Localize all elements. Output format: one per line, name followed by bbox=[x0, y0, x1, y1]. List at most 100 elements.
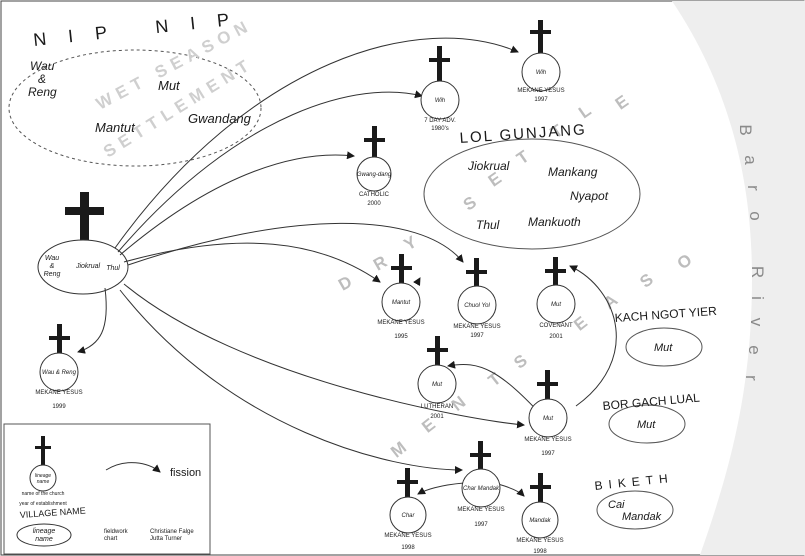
legend-year: year of establishment bbox=[19, 501, 67, 507]
church-node-mantut-1995: Mantut MEKANE YESUS 1995 bbox=[377, 254, 425, 340]
svg-text:S: S bbox=[460, 192, 480, 214]
svg-text:Mantut: Mantut bbox=[392, 300, 411, 306]
svg-text:MEKANE YESUS: MEKANE YESUS bbox=[453, 324, 500, 330]
church-node-wih-1997: Wih MEKANE YESUS 1997 bbox=[517, 20, 565, 103]
village-lineage: Nyapot bbox=[570, 189, 609, 203]
svg-text:LUTHERAN: LUTHERAN bbox=[421, 404, 453, 410]
svg-text:Chuol Yol: Chuol Yol bbox=[464, 303, 490, 309]
church-node-mandak-1998: Mandak MEKANE YESUS 1998 bbox=[516, 473, 564, 555]
legend-cross-icon bbox=[41, 436, 45, 468]
svg-text:MEKANE YESUS: MEKANE YESUS bbox=[35, 390, 82, 396]
legend-village-lineage: name bbox=[35, 536, 53, 543]
fission-arrows bbox=[77, 37, 617, 497]
svg-text:7 DAY ADV.: 7 DAY ADV. bbox=[424, 118, 456, 124]
legend-fission-label: fission bbox=[170, 467, 201, 479]
svg-text:Mut: Mut bbox=[551, 302, 561, 308]
svg-text:S: S bbox=[636, 270, 657, 292]
wet-lineage-reng: Reng bbox=[28, 85, 57, 99]
origin-group: Wau & Reng Jiokrual Thul bbox=[37, 192, 129, 295]
svg-text:COVENANT: COVENANT bbox=[539, 323, 573, 329]
village-lineage: Thul bbox=[476, 218, 500, 232]
church-node-mut-covenant-2001: Mut COVENANT 2001 bbox=[536, 257, 576, 340]
svg-text:Char Mandak: Char Mandak bbox=[463, 486, 500, 492]
svg-text:M: M bbox=[387, 438, 410, 462]
svg-text:MEKANE YESUS: MEKANE YESUS bbox=[524, 437, 571, 443]
river-letter: o bbox=[746, 211, 765, 220]
wet-lineage-amp: & bbox=[38, 72, 46, 86]
legend-church: name of the church bbox=[22, 491, 65, 497]
baro-river bbox=[672, 1, 805, 555]
svg-text:R: R bbox=[370, 252, 390, 275]
legend-credit: Christiane Falge bbox=[150, 529, 194, 535]
svg-text:Thul: Thul bbox=[106, 265, 120, 272]
church-node-waureng-1999: Wau & Reng MEKANE YESUS 1999 bbox=[35, 324, 83, 410]
wet-lineage-wau: Wau bbox=[30, 59, 55, 73]
svg-text:Wih: Wih bbox=[536, 70, 547, 76]
svg-text:Mandak: Mandak bbox=[529, 518, 551, 524]
svg-text:Reng: Reng bbox=[44, 271, 61, 278]
svg-text:L: L bbox=[575, 101, 594, 123]
river-letter: R bbox=[748, 266, 767, 278]
svg-text:1997: 1997 bbox=[534, 97, 548, 103]
village-lineage: Mankuoth bbox=[528, 215, 581, 229]
svg-text:Wau: Wau bbox=[45, 255, 59, 262]
wet-lineage-mantut: Mantut bbox=[95, 120, 136, 135]
church-node-wih-1980s: Wih 7 DAY ADV. 1980's bbox=[420, 46, 460, 132]
legend-lineage: lineage bbox=[35, 473, 51, 479]
wet-lineage-mut: Mut bbox=[158, 78, 181, 93]
church-node-chuolyol-1997: Chuol Yol MEKANE YESUS 1997 bbox=[453, 258, 501, 339]
legend-credit: fieldwork bbox=[104, 529, 129, 535]
svg-text:D: D bbox=[335, 272, 355, 295]
legend-lineage: name bbox=[37, 479, 50, 485]
svg-text:Mut: Mut bbox=[432, 382, 442, 388]
legend-credit: chart bbox=[104, 536, 118, 542]
svg-text:Wau & Reng: Wau & Reng bbox=[42, 370, 77, 376]
legend: lineage name name of the church year of … bbox=[3, 423, 211, 555]
svg-text:MEKANE YESUS: MEKANE YESUS bbox=[457, 507, 504, 513]
village-lineage: Mut bbox=[637, 419, 656, 431]
svg-text:1998: 1998 bbox=[533, 549, 547, 555]
svg-text:&: & bbox=[50, 263, 55, 270]
village-lineage: Cai bbox=[608, 499, 625, 511]
village-lineage: Mankang bbox=[548, 165, 598, 179]
church-node-mut-lutheran-2001: Mut LUTHERAN 2001 bbox=[417, 336, 457, 420]
svg-text:Wih: Wih bbox=[435, 98, 446, 104]
season-watermark-letter: N bbox=[547, 127, 548, 129]
wet-lineage-gwandang: Gwandang bbox=[188, 111, 252, 126]
svg-text:1999: 1999 bbox=[52, 404, 66, 410]
church-node-char-1998: Char MEKANE YESUS 1998 bbox=[384, 468, 432, 551]
svg-text:2000: 2000 bbox=[367, 201, 381, 207]
legend-fission-arrow bbox=[105, 462, 161, 473]
village-lol-gunjang bbox=[423, 138, 641, 250]
river-letter: r bbox=[744, 185, 763, 191]
church-node-gwandang-2000: Gwang-dang CATHOLIC 2000 bbox=[356, 126, 392, 207]
svg-text:1997: 1997 bbox=[474, 522, 488, 528]
church-node-charmandak-1997: Char Mandak MEKANE YESUS 1997 bbox=[457, 441, 505, 528]
svg-text:S: S bbox=[510, 351, 531, 373]
svg-text:1997: 1997 bbox=[541, 451, 555, 457]
river-letter: a bbox=[741, 155, 760, 165]
village-biketh bbox=[596, 490, 674, 530]
svg-text:MEKANE YESUS: MEKANE YESUS bbox=[516, 538, 563, 544]
svg-text:CATHOLIC: CATHOLIC bbox=[359, 192, 390, 198]
svg-text:T: T bbox=[485, 369, 505, 391]
svg-text:O: O bbox=[674, 250, 696, 273]
svg-text:Jiokrual: Jiokrual bbox=[75, 263, 101, 270]
village-lineage: Jiokrual bbox=[467, 159, 510, 173]
svg-text:1995: 1995 bbox=[394, 334, 408, 340]
village-lineage: Mandak bbox=[622, 511, 662, 523]
svg-text:2001: 2001 bbox=[430, 414, 444, 420]
svg-text:MEKANE YESUS: MEKANE YESUS bbox=[377, 320, 424, 326]
village-kach-ngot-yier bbox=[625, 327, 703, 367]
svg-text:T: T bbox=[513, 146, 533, 168]
svg-text:E: E bbox=[570, 313, 591, 335]
legend-village-name: VILLAGE NAME bbox=[19, 505, 86, 520]
legend-credit: Jutta Turner bbox=[150, 536, 182, 542]
svg-text:1997: 1997 bbox=[470, 333, 484, 339]
village-lineage: Mut bbox=[654, 342, 673, 354]
svg-text:2001: 2001 bbox=[549, 334, 563, 340]
river-label: B a r o R i v e r bbox=[736, 124, 767, 381]
village-name: BOR GACH LUAL bbox=[602, 391, 701, 413]
legend-village-lineage: lineage bbox=[33, 528, 56, 535]
